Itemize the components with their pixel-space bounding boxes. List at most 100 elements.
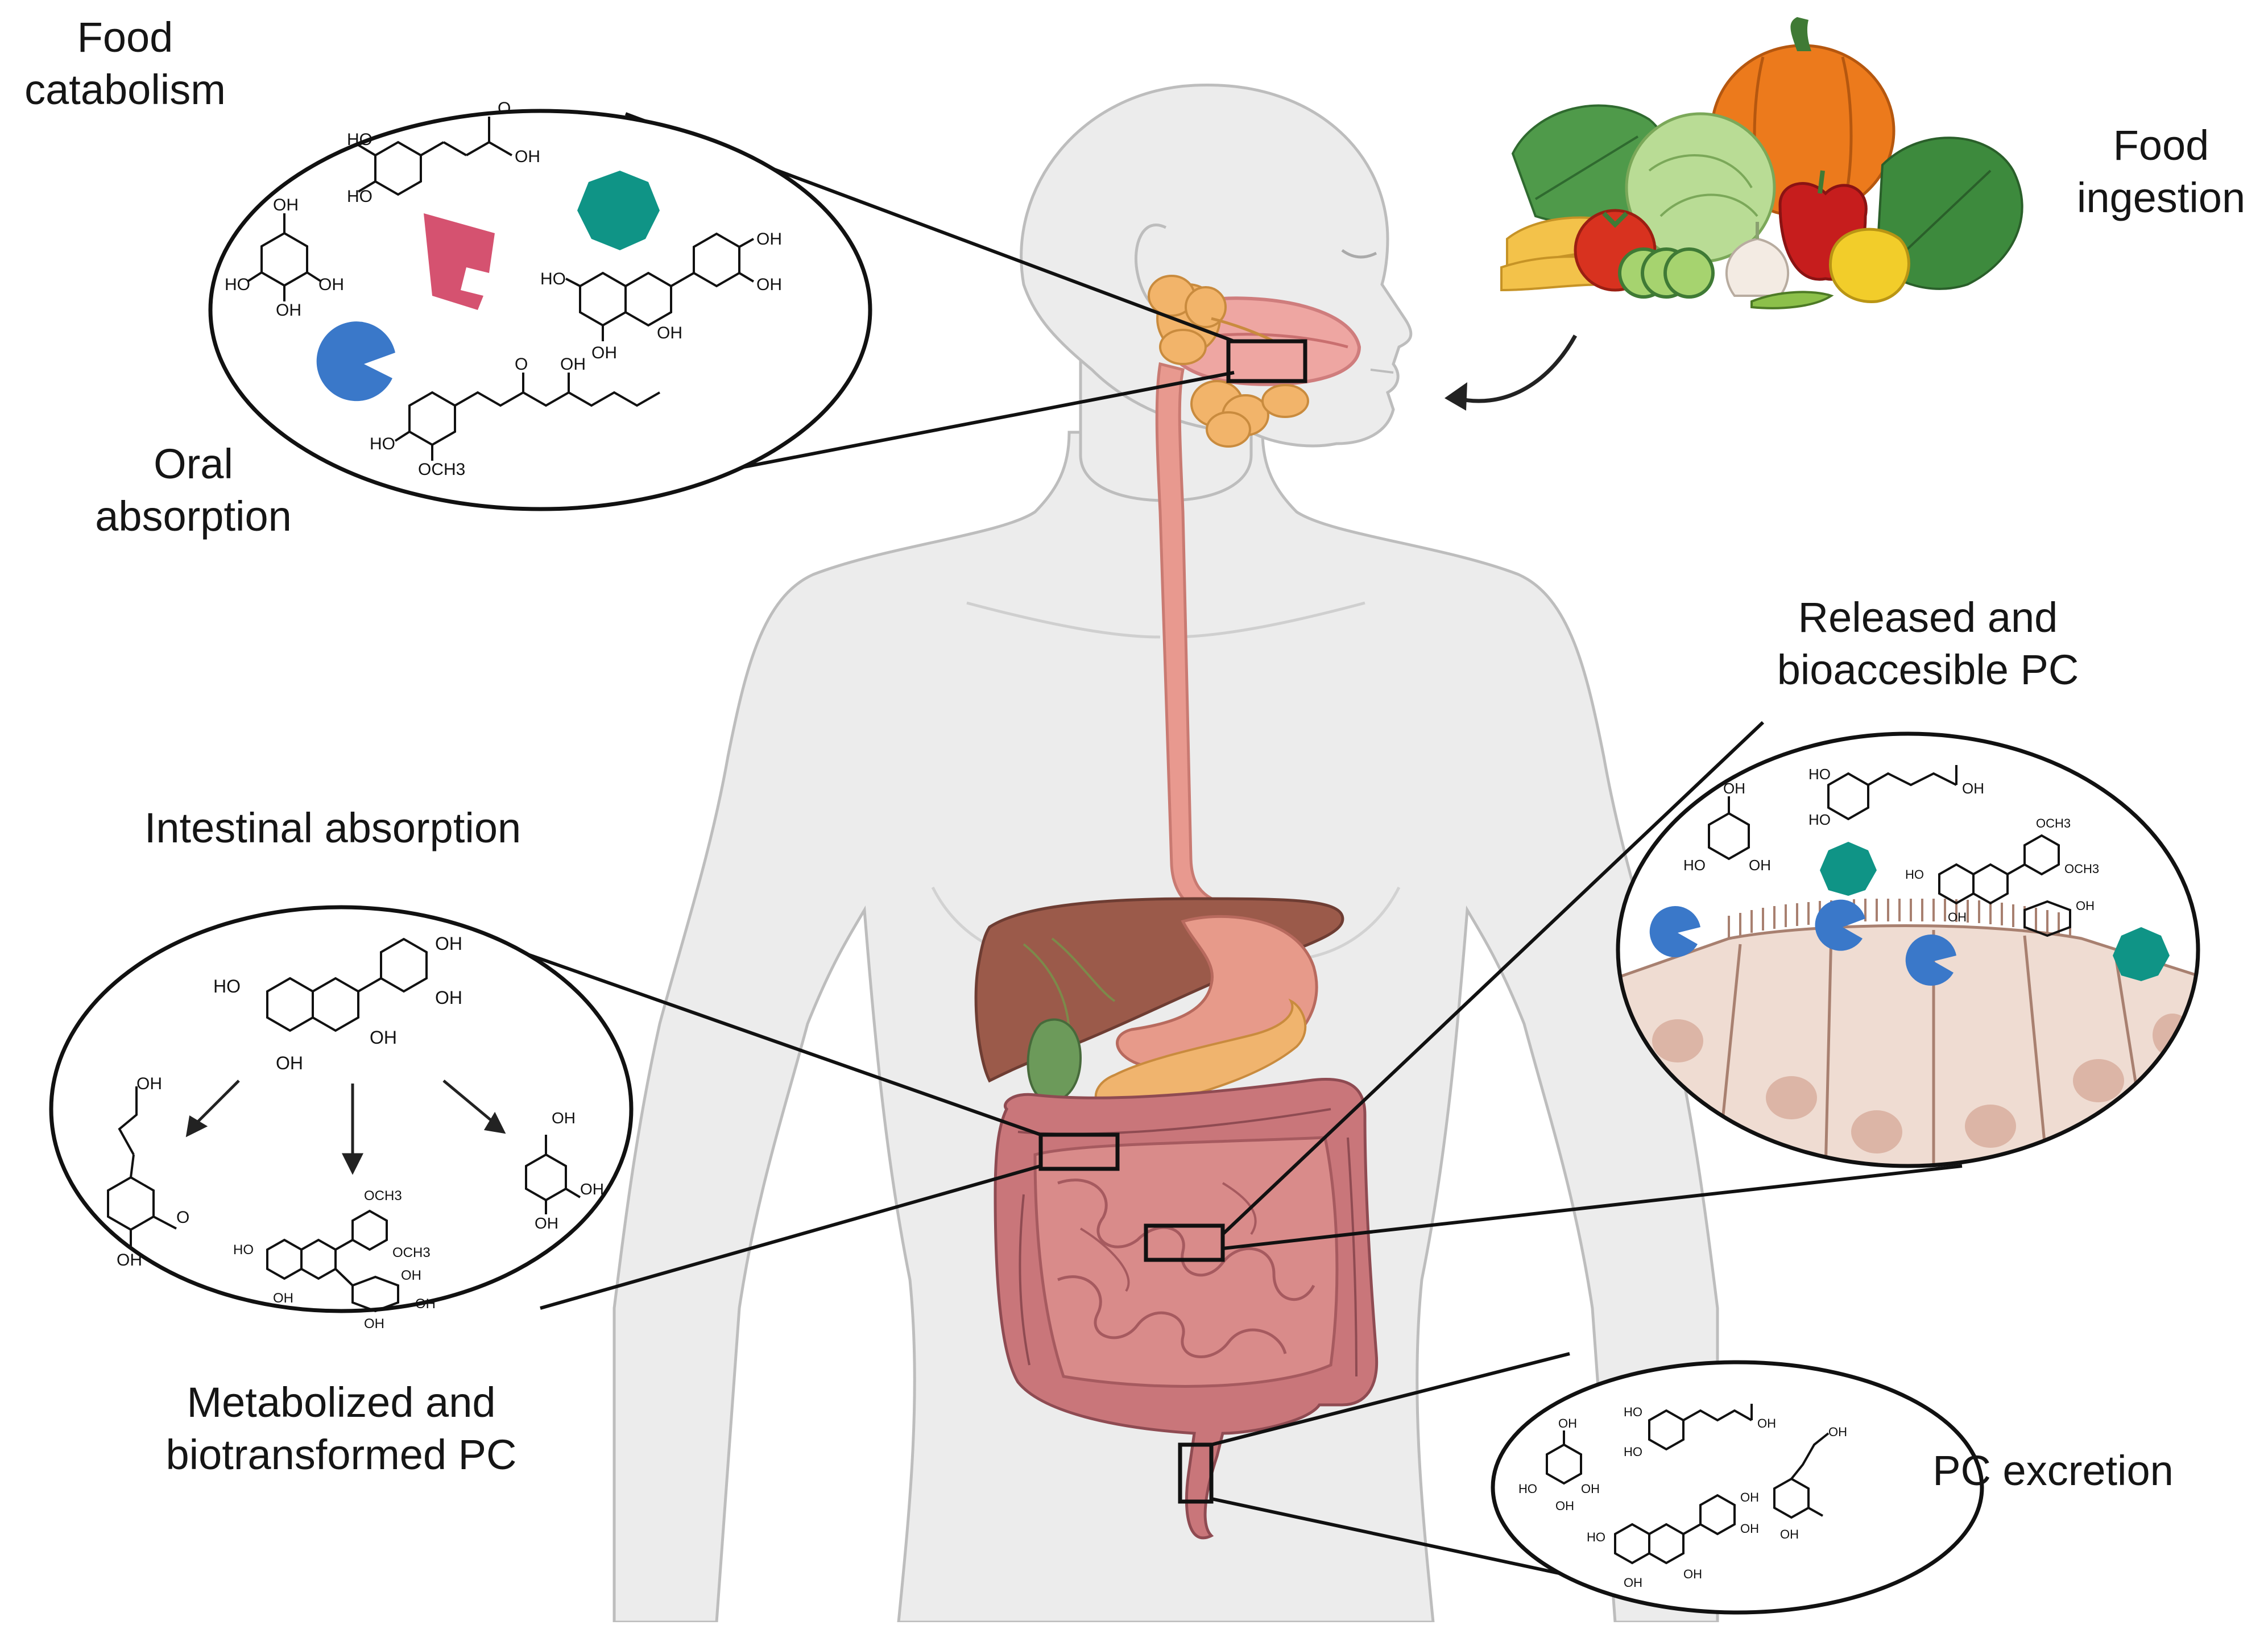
- gallic-acid-structure: [1546, 1430, 1582, 1485]
- label-line: Released and: [1798, 594, 2058, 641]
- food-catabolism-label: Food catabolism: [0, 11, 250, 116]
- chem-label: OH: [2076, 899, 2095, 913]
- chem-label: OH: [1948, 910, 1967, 924]
- chem-label: OH: [1624, 1576, 1642, 1590]
- blue-pacman-icon: [1649, 906, 1700, 958]
- oral-absorption-label: Oral absorption: [57, 438, 330, 543]
- chem-label: OH: [435, 987, 462, 1008]
- blue-pacman-icon: [1815, 899, 1865, 951]
- chem-label: HO: [1683, 857, 1706, 874]
- chem-label: OH: [276, 301, 301, 320]
- anthocyanin-structure: [266, 1209, 399, 1313]
- small-intestine-zoom-box-1: [1038, 1132, 1120, 1171]
- chem-label: OH: [756, 275, 782, 294]
- chem-label: HO: [225, 275, 250, 294]
- chem-label: OH: [580, 1180, 604, 1198]
- chem-label: O: [515, 355, 528, 374]
- colon-zoom-box: [1178, 1442, 1214, 1504]
- metabolized-biotransformed-label: Metabolized and biotransformed PC: [125, 1376, 557, 1481]
- released-bioaccessible-label: Released and bioaccesible PC: [1706, 592, 2150, 696]
- oral-zoom-ellipse: HO HO O OH OH HO OH OH HO OH: [208, 99, 872, 511]
- chem-label: OH: [1828, 1425, 1847, 1439]
- chem-label: OH: [318, 275, 344, 294]
- chem-label: OH: [552, 1109, 576, 1127]
- coniferyl-alcohol-structure: [1773, 1432, 1830, 1519]
- chem-label: OH: [136, 1074, 162, 1093]
- blue-pacman-icon: [316, 321, 395, 402]
- catechin-structure: [266, 937, 428, 1032]
- chem-label: HO: [213, 976, 241, 996]
- chem-label: OH: [1683, 1567, 1702, 1581]
- chem-label: OH: [1780, 1527, 1799, 1541]
- caffeic-acid-structure: [357, 117, 512, 196]
- label-line: bioaccesible PC: [1777, 646, 2079, 693]
- chem-label: HO: [1808, 766, 1831, 783]
- catechin-structure: [1614, 1494, 1736, 1565]
- gallbladder-icon: [1027, 1018, 1082, 1103]
- chem-label: OH: [117, 1251, 142, 1270]
- chem-label: OCH3: [2064, 862, 2099, 876]
- curved-arrow-icon: [1445, 334, 1578, 411]
- chem-label: OH: [273, 1291, 293, 1306]
- caffeic-acid-structure: [1827, 765, 1957, 821]
- chem-label: HO: [1905, 867, 1924, 882]
- chem-label: HO: [540, 270, 566, 288]
- gingerol-structure: [394, 373, 660, 461]
- chem-label: OH: [756, 230, 782, 249]
- chem-label: OH: [435, 933, 462, 954]
- zoom-boxes: [1038, 339, 1307, 1504]
- food-ingestion-label: Food ingestion: [2059, 119, 2263, 224]
- metabolism-arrows: [185, 1080, 506, 1175]
- chem-label: HO: [1587, 1530, 1605, 1544]
- teal-heptagon-icon: [577, 171, 660, 250]
- chem-label: O: [176, 1208, 189, 1227]
- label-line: biotransformed PC: [165, 1431, 517, 1478]
- chem-label: OH: [273, 196, 299, 214]
- gallic-acid-structure: [1708, 796, 1750, 861]
- chem-label: OCH3: [2036, 816, 2071, 830]
- intestinal-absorption-label: Intestinal absorption: [85, 802, 580, 854]
- label-line: Intestinal absorption: [144, 804, 522, 851]
- label-line: ingestion: [2076, 174, 2246, 221]
- chem-label: OH: [1555, 1499, 1574, 1513]
- small-intestine-zoom-box-2: [1144, 1223, 1225, 1262]
- chem-label: OH: [1723, 780, 1745, 797]
- anthocyanin-structure: [1938, 834, 2071, 937]
- excretion-zoom-ellipse: OH HO OH OH HO HO OH HO OH OH OH OH OH O…: [1491, 1360, 1984, 1615]
- chem-label: OH: [401, 1268, 421, 1283]
- vegetables-icon: [1500, 17, 2023, 309]
- chem-label: OH: [515, 147, 540, 166]
- chem-label: HO: [1518, 1482, 1537, 1496]
- teal-heptagon-icon: [1820, 842, 1877, 896]
- label-line: Metabolized and: [187, 1379, 496, 1426]
- chem-label: HO: [233, 1242, 254, 1258]
- chem-label: OH: [370, 1027, 397, 1048]
- pink-block-icon: [424, 213, 495, 310]
- coniferyl-alcohol-structure: [107, 1086, 177, 1248]
- chem-label: OH: [415, 1296, 436, 1312]
- metabolized-zoom-ellipse: HO OH OH OH OH OH O OH: [49, 905, 634, 1332]
- chem-label: OH: [591, 344, 617, 362]
- label-line: Food: [2113, 122, 2209, 169]
- intestine-icon: [1033, 1136, 1339, 1388]
- chem-label: OH: [1581, 1482, 1600, 1496]
- chem-label: OH: [1757, 1416, 1776, 1430]
- pc-excretion-label: PC excretion: [1899, 1445, 2207, 1497]
- label-line: catabolism: [24, 66, 226, 113]
- teal-heptagon-icon: [2113, 927, 2170, 981]
- chem-label: HO: [1624, 1445, 1642, 1459]
- chem-label: OH: [657, 324, 682, 342]
- chem-label: HO: [347, 130, 373, 149]
- chem-label: OH: [535, 1214, 558, 1232]
- label-line: PC excretion: [1932, 1447, 2174, 1494]
- label-line: absorption: [95, 493, 292, 540]
- chem-label: OH: [1558, 1416, 1577, 1430]
- chem-label: OCH3: [364, 1188, 402, 1204]
- chem-label: HO: [347, 187, 373, 206]
- blue-pacman-icon: [1905, 935, 1956, 986]
- chem-label: OH: [364, 1316, 384, 1332]
- chem-label: OH: [1740, 1521, 1759, 1536]
- chem-label: HO: [1624, 1405, 1642, 1419]
